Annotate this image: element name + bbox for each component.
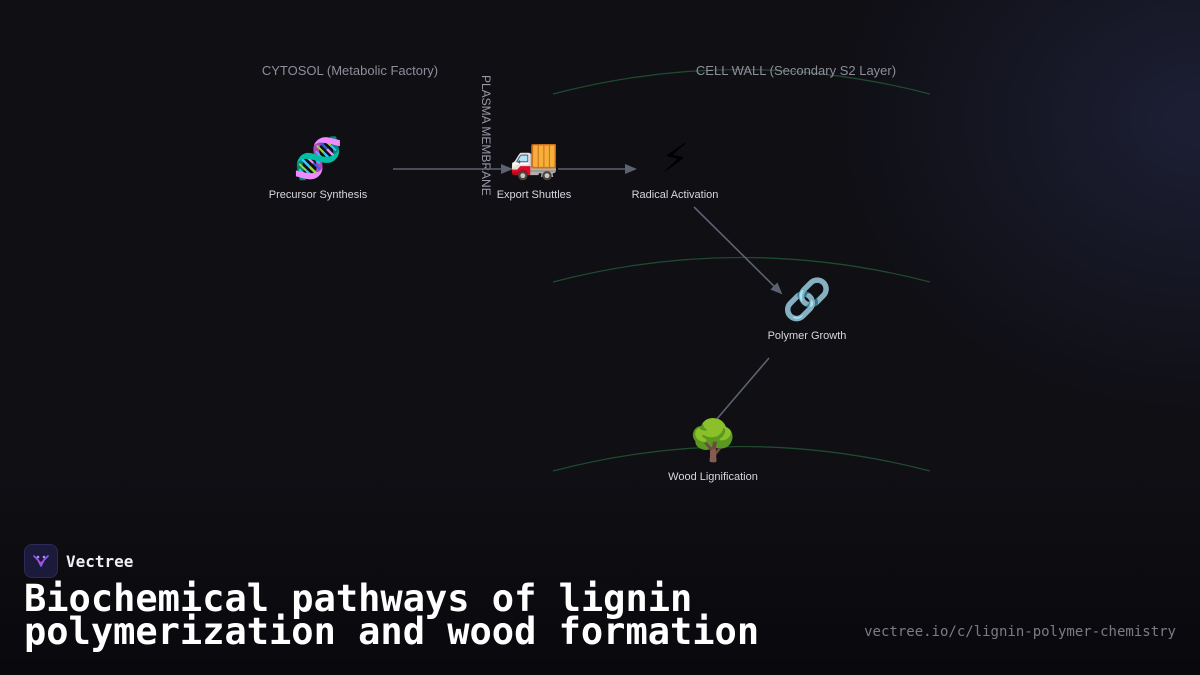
node-label: Wood Lignification xyxy=(668,471,758,483)
tree-icon: 🌳 xyxy=(688,416,738,464)
source-url[interactable]: vectree.io/c/lignin-polymer-chemistry xyxy=(864,624,1176,640)
node-polymer-growth: 🔗 Polymer Growth xyxy=(768,275,847,342)
node-label: Radical Activation xyxy=(632,189,719,201)
wall-layer-arc xyxy=(552,68,931,95)
dna-icon: 🧬 xyxy=(293,134,343,182)
node-label: Export Shuttles xyxy=(497,189,572,201)
node-wood-lignification: 🌳 Wood Lignification xyxy=(668,416,758,483)
truck-icon: 🚚 xyxy=(509,136,559,182)
plasma-membrane-label: PLASMA MEMBRANE xyxy=(479,75,493,196)
brand[interactable]: Vectree xyxy=(24,544,133,578)
node-label: Polymer Growth xyxy=(768,330,847,342)
pathway-arrows xyxy=(393,164,783,421)
node-export-shuttles: 🚚 Export Shuttles xyxy=(497,136,572,201)
arrow-radical-to-polymer xyxy=(693,206,783,295)
node-label: Precursor Synthesis xyxy=(269,189,368,201)
cell-wall-zone-label: CELL WALL (Secondary S2 Layer) xyxy=(696,63,896,78)
cytosol-zone-label: CYTOSOL (Metabolic Factory) xyxy=(262,63,438,78)
node-precursor-synthesis: 🧬 Precursor Synthesis xyxy=(269,134,368,201)
lightning-icon: ⚡ xyxy=(661,136,689,182)
brand-name: Vectree xyxy=(66,551,134,571)
wall-layer-arc xyxy=(552,256,931,283)
cell-wall-layers xyxy=(552,68,931,472)
link-icon: 🔗 xyxy=(782,275,832,323)
arrow-polymer-to-wood xyxy=(715,357,770,421)
node-radical-activation: ⚡ Radical Activation xyxy=(632,136,719,201)
wall-layer-arc xyxy=(552,445,931,472)
page-title: Biochemical pathways of lignin polymeriz… xyxy=(24,577,760,653)
vectree-logo-icon xyxy=(24,544,58,578)
